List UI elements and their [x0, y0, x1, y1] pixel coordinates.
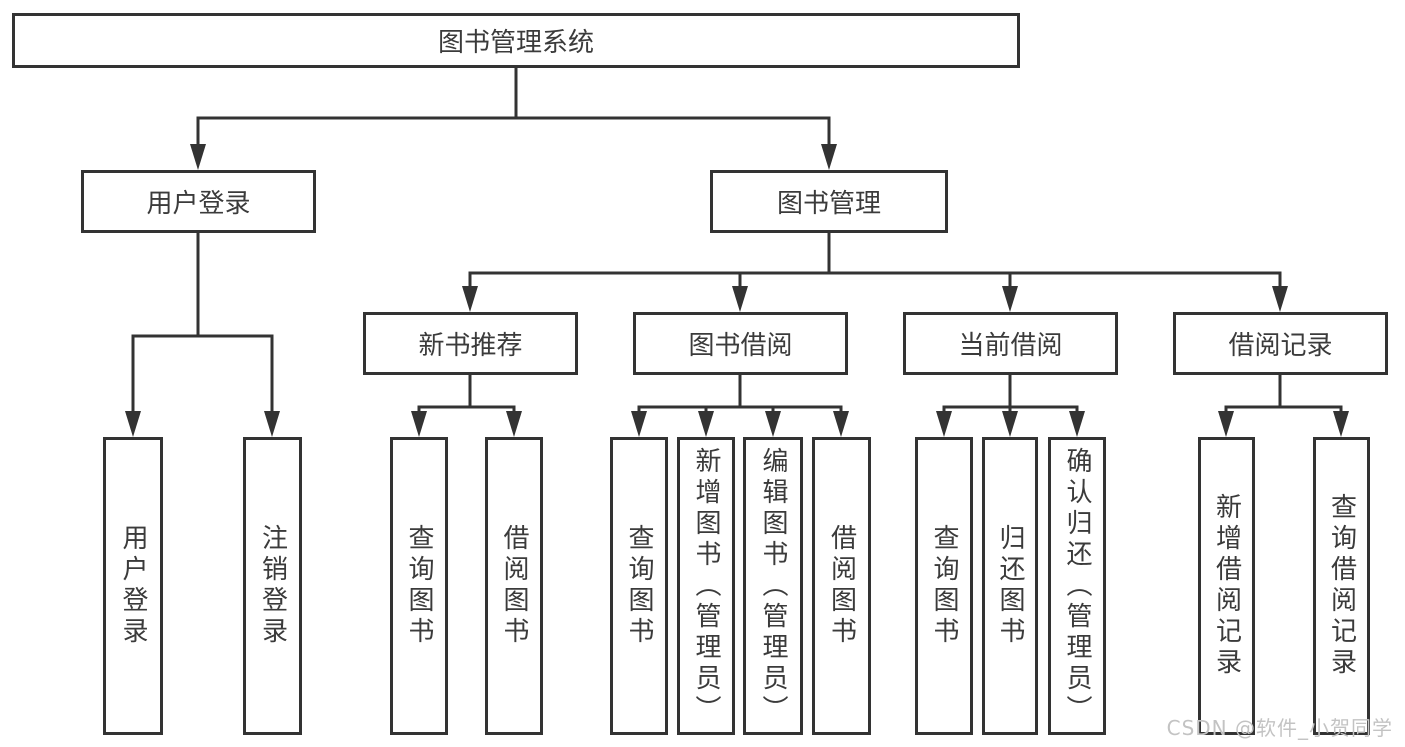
leaf-return-books: 归还图书 — [982, 437, 1038, 735]
node-new-book-recommend: 新书推荐 — [363, 312, 578, 375]
node-book-borrow: 图书借阅 — [633, 312, 848, 375]
leaf-query-books-borrow: 查询图书 — [610, 437, 668, 735]
node-current-borrow: 当前借阅 — [903, 312, 1118, 375]
csdn-watermark: CSDN @软件_小贺同学 — [1166, 716, 1393, 740]
leaf-borrow-books-recommend: 借阅图书 — [485, 437, 543, 735]
node-book-management: 图书管理 — [710, 170, 948, 233]
leaf-add-books-admin: 新增图书（管理员） — [677, 437, 735, 735]
leaf-query-books-recommend: 查询图书 — [390, 437, 448, 735]
node-borrow-records: 借阅记录 — [1173, 312, 1388, 375]
leaf-borrow-books: 借阅图书 — [812, 437, 871, 735]
leaf-edit-books-admin: 编辑图书（管理员） — [743, 437, 803, 735]
leaf-logout: 注销登录 — [243, 437, 302, 735]
leaf-user-login: 用户登录 — [103, 437, 163, 735]
arrowheads — [125, 144, 1349, 437]
node-root: 图书管理系统 — [12, 13, 1020, 68]
leaf-add-borrow-record: 新增借阅记录 — [1198, 437, 1255, 735]
leaf-query-books-current: 查询图书 — [915, 437, 973, 735]
leaf-confirm-return-admin: 确认归还（管理员） — [1048, 437, 1106, 735]
node-user-login: 用户登录 — [81, 170, 316, 233]
leaf-query-borrow-record: 查询借阅记录 — [1313, 437, 1370, 735]
